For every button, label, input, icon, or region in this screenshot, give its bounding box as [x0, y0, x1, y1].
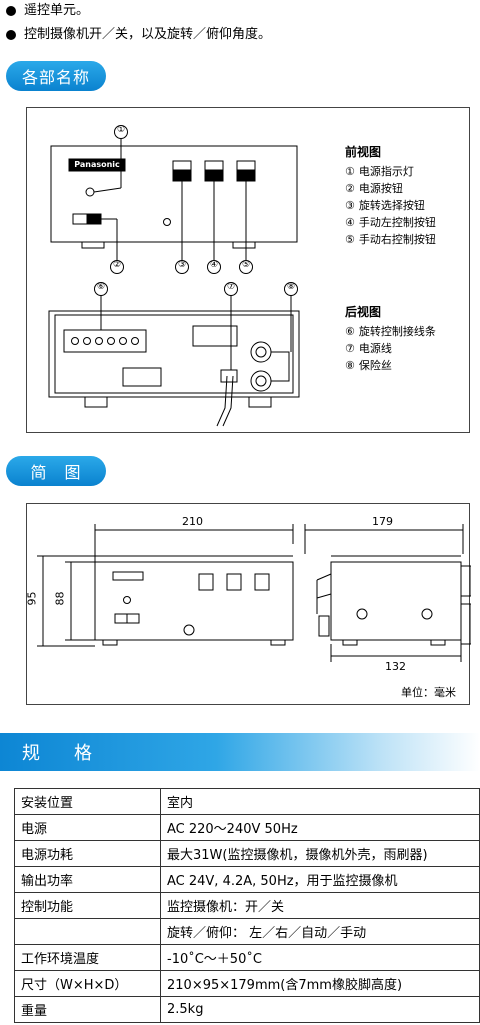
- spec-value: 最大31W(监控摄像机，摄像机外壳，雨刷器): [160, 840, 480, 867]
- legend-label: 电源按钮: [358, 182, 403, 195]
- spec-value: -10˚C～＋50˚C: [160, 944, 480, 971]
- callout-1: ①: [116, 125, 126, 135]
- legend-num: ⑥: [345, 325, 355, 338]
- rear-view-title: 后视图: [345, 305, 382, 319]
- legend-num: ⑦: [345, 342, 355, 355]
- legend-num: ①: [345, 165, 355, 178]
- legend-label: 电源指示灯: [358, 165, 414, 178]
- bullet-text: 遥控单元。: [24, 3, 90, 18]
- callout-2: ②: [112, 260, 122, 270]
- callout-4: ④: [209, 260, 219, 270]
- table-row: 控制功能监控摄像机：开／关: [14, 892, 480, 919]
- callout-7: ⑦: [226, 282, 236, 292]
- legend-num: ②: [345, 182, 355, 195]
- legend-label: 保险丝: [358, 359, 392, 372]
- dimension-drawing: [37, 524, 471, 662]
- legend-label: 旋转选择按钮: [358, 199, 425, 212]
- table-row: 尺寸（W×H×D）210×95×179mm(含7mm橡胶脚高度): [14, 970, 480, 997]
- dim-width: 210: [182, 515, 203, 528]
- spec-key: 重量: [14, 996, 161, 1023]
- spec-key: 电源: [14, 814, 161, 841]
- section-title-parts: 各部名称: [6, 61, 106, 91]
- spec-key: 安装位置: [14, 788, 161, 815]
- callout-3: ③: [177, 260, 187, 270]
- spec-value: 旋转／俯仰： 左／右／自动／手动: [160, 918, 480, 945]
- section-title-diagram: 简 图: [6, 456, 106, 486]
- legend-label: 旋转控制接线条: [358, 325, 436, 338]
- legend-label: 手动右控制按钮: [358, 233, 436, 246]
- legend-label: 电源线: [358, 342, 392, 355]
- parts-drawing: [48, 125, 300, 427]
- dim-depth-inner: 132: [385, 660, 406, 673]
- legend-num: ③: [345, 199, 355, 212]
- legend-num: ⑧: [345, 359, 355, 372]
- spec-value: 2.5kg: [160, 996, 480, 1023]
- callout-6: ⑥: [96, 282, 106, 292]
- spec-value: AC 24V, 4.2A, 50Hz，用于监控摄像机: [160, 866, 480, 893]
- spec-key: [14, 918, 161, 945]
- legend-label: 手动左控制按钮: [358, 216, 436, 229]
- spec-key: 尺寸（W×H×D）: [14, 970, 161, 997]
- bullet-control: 控制摄像机开／关，以及旋转／俯仰角度。: [6, 26, 271, 44]
- dim-height-total: 95: [25, 591, 39, 606]
- section-title-spec: 规 格: [0, 733, 480, 771]
- spec-value: AC 220～240V 50Hz: [160, 814, 480, 841]
- bullet-remote-unit: 遥控单元。: [6, 2, 89, 20]
- brand-label: Panasonic: [74, 160, 120, 169]
- spec-value: 监控摄像机：开／关: [160, 892, 480, 919]
- dimension-panel: 210 95 88 179 132: [25, 503, 471, 705]
- unit-note: 单位：毫米: [401, 686, 456, 699]
- front-unit-drawing: [50, 125, 298, 274]
- table-row: 电源功耗最大31W(监控摄像机，摄像机外壳，雨刷器): [14, 840, 480, 867]
- legend-num: ④: [345, 216, 355, 229]
- spec-key: 输出功率: [14, 866, 161, 893]
- dim-depth: 179: [372, 515, 393, 528]
- bullet-dot-icon: [6, 6, 16, 16]
- spec-value: 室内: [160, 788, 480, 815]
- rear-unit-drawing: [48, 282, 300, 427]
- table-row: 旋转／俯仰： 左／右／自动／手动: [14, 918, 480, 945]
- bullet-text: 控制摄像机开／关，以及旋转／俯仰角度。: [24, 27, 272, 42]
- legend-num: ⑤: [345, 233, 355, 246]
- spec-key: 工作环境温度: [14, 944, 161, 971]
- dim-height-body: 88: [53, 591, 67, 606]
- table-row: 安装位置室内: [14, 788, 480, 815]
- bullet-dot-icon: [6, 30, 16, 40]
- spec-value: 210×95×179mm(含7mm橡胶脚高度): [160, 970, 480, 997]
- callout-8: ⑧: [286, 282, 296, 292]
- front-view-title: 前视图: [345, 145, 382, 159]
- spec-key: 控制功能: [14, 892, 161, 919]
- spec-key: 电源功耗: [14, 840, 161, 867]
- table-row: 工作环境温度-10˚C～＋50˚C: [14, 944, 480, 971]
- callout-5: ⑤: [241, 260, 251, 270]
